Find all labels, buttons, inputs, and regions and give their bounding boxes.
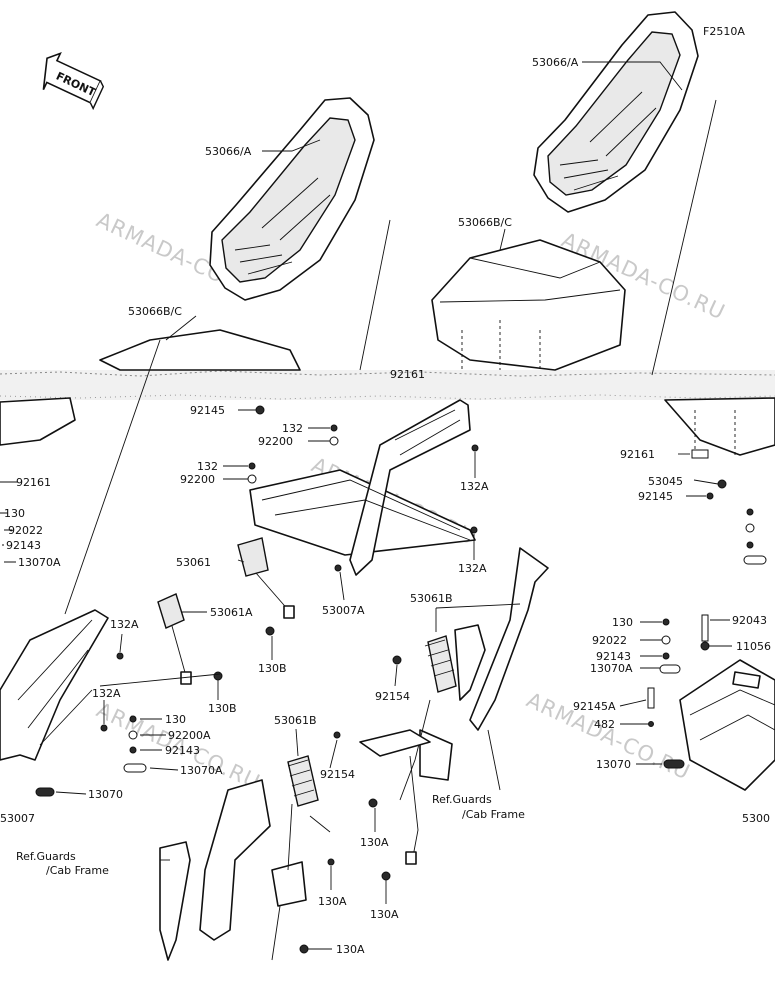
callout-label: 53061 [176,556,211,569]
callout-label: 482 [594,718,615,731]
callout-label: 130B [258,662,287,675]
callout-label: 92022 [8,524,43,537]
callout-label: 132A [92,687,121,700]
callout-label: 92143 [6,539,41,552]
callout-label: 92161 [16,476,51,489]
callout-label: 53061B [274,714,317,727]
callout-label: 92154 [320,768,355,781]
callout-label: 53045 [648,475,683,488]
callout-label: 130A [370,908,399,921]
scan-tear-band [0,370,775,400]
callout-label: 53066B/C [458,216,512,229]
callout-label: 92143 [596,650,631,663]
callout-label: 92043 [732,614,767,627]
seat-back-left [209,97,375,301]
callout-label: 53007A [322,604,365,617]
callout-label: 132A [458,562,487,575]
seat-cushion-right [431,239,626,371]
callout-labels: 53066/A 53066/A 53066B/C 53066B/C 92161 … [0,56,771,956]
callout-label: 92154 [375,690,410,703]
callout-label: 130 [4,507,25,520]
reference-note-left: Ref.Guards /Cab Frame [16,850,109,877]
callout-label: 130 [612,616,633,629]
callout-label: 53066/A [532,56,579,69]
seat-cushion-far-right [664,397,775,456]
callout-label: 92161 [620,448,655,461]
callout-label: 132A [460,480,489,493]
seat-frame-center [249,399,476,576]
callout-label: 53061A [210,606,253,619]
callout-label: 13070A [590,662,633,675]
callout-label: 130A [336,943,365,956]
reference-line-2: /Cab Frame [462,808,525,821]
callout-label: 132 [197,460,218,473]
callout-label: 13070A [180,764,223,777]
callout-label: 13070 [596,758,631,771]
reference-line-2: /Cab Frame [46,864,109,877]
callout-label: 130A [318,895,347,908]
seat-back-right [533,11,699,213]
callout-label: 132 [282,422,303,435]
callout-label: 92200A [168,729,211,742]
seat-cushion-far-left [0,397,76,446]
figure-code: F2510A [703,25,745,38]
seat-frame-left [0,609,109,761]
reference-line-1: Ref.Guards [16,850,76,863]
watermark-layer: ARMADA-CO.RU ARMADA-CO.RU ARMADA-CO.RU A… [93,208,729,795]
seat-belt-buckle-53061A [157,593,192,685]
callout-label: 5300 [742,812,770,825]
callout-label: 92022 [592,634,627,647]
reference-note-center: Ref.Guards /Cab Frame [432,793,525,821]
callout-label: 92200 [258,435,293,448]
front-direction-arrow-icon: FRONT [42,52,105,111]
callout-label: 92200 [180,473,215,486]
seat-belt-retractor-center [359,547,549,865]
fastener-layer [35,405,767,954]
leader-lines [0,61,732,950]
callout-label: 53066/A [205,145,252,158]
callout-label: 13070 [88,788,123,801]
callout-label: 13070A [18,556,61,569]
callout-label: 53066B/C [128,305,182,318]
callout-label: 132A [110,618,139,631]
callout-label: 130B [208,702,237,715]
callout-label: 130 [165,713,186,726]
seat-cushion-left [99,329,301,371]
callout-label: 92145 [190,404,225,417]
callout-label: 53007 [0,812,35,825]
reference-line-1: Ref.Guards [432,793,492,806]
callout-label: 92161 [390,368,425,381]
callout-label: 11056 [736,640,771,653]
callout-label: 130A [360,836,389,849]
callout-label: 53061B [410,592,453,605]
seat-belt-retractor-left [159,755,331,961]
callout-label: 92145A [573,700,616,713]
callout-label: 92145 [638,490,673,503]
seat-belt-buckle-53061 [237,537,295,619]
seat-frame-right [679,659,775,791]
callout-label: 92143 [165,744,200,757]
